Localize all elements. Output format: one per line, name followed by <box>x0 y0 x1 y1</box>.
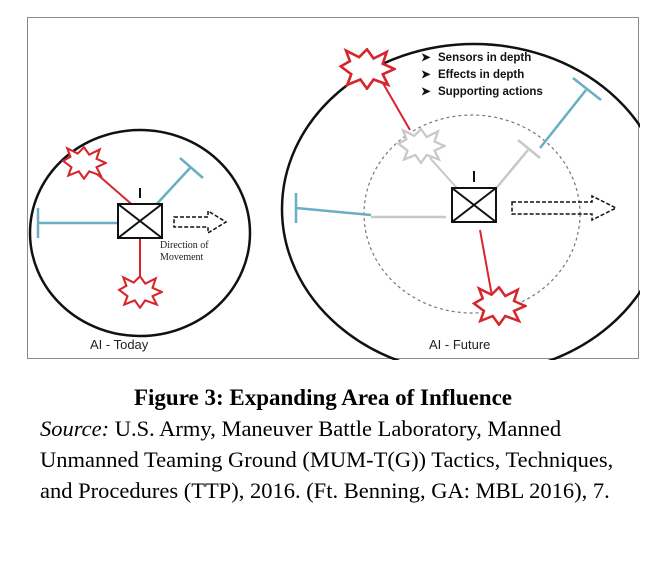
caption-source-text: U.S. Army, Maneuver Battle Laboratory, M… <box>40 416 614 503</box>
figure-frame: Direction of Movement AI - Today <box>27 17 640 360</box>
right-sensor-line-left-outer <box>295 206 372 217</box>
direction-arrow-icon <box>173 209 228 235</box>
bullet-item-1: Sensors in depth <box>438 52 531 64</box>
explosion-icon <box>397 128 446 164</box>
right-outer-area-circle <box>280 42 640 360</box>
right-sensor-bar-outer <box>572 77 602 101</box>
bullet-arrow-icon: ➤ <box>421 86 432 98</box>
bullet-arrow-icon: ➤ <box>421 52 432 64</box>
right-sensor-line-outer <box>539 89 587 149</box>
left-panel: Direction of Movement AI - Today <box>28 128 252 352</box>
explosion-icon <box>118 275 163 309</box>
right-effect-line-bottom <box>479 229 493 297</box>
right-effect-line-outer <box>379 77 411 131</box>
bullet-item-2: Effects in depth <box>438 69 524 81</box>
direction-arrow-icon <box>511 194 618 222</box>
figure-caption: Figure 3: Expanding Area of Influence So… <box>40 383 640 506</box>
caption-source-label: Source: <box>40 416 110 441</box>
left-sensor-bar-right <box>179 157 204 179</box>
right-sensor-bar-faded <box>517 139 541 159</box>
left-sensor-line-right <box>152 167 191 209</box>
caption-title: Figure 3: Expanding Area of Influence <box>133 385 513 410</box>
bullet-arrow-icon: ➤ <box>421 69 432 81</box>
explosion-icon <box>62 146 107 180</box>
friendly-unit-icon <box>451 171 497 223</box>
left-area-circle <box>28 128 252 338</box>
bullet-list: ➤ Sensors in depth ➤ Effects in depth ➤ … <box>421 52 543 98</box>
right-panel: ➤ Sensors in depth ➤ Effects in depth ➤ … <box>280 42 640 360</box>
direction-label-line2: Movement <box>160 252 204 263</box>
explosion-icon <box>472 286 527 326</box>
right-panel-label: AI - Future <box>429 337 490 352</box>
friendly-unit-icon <box>117 188 163 239</box>
left-panel-label: AI - Today <box>90 337 149 352</box>
bullet-item-3: Supporting actions <box>438 86 543 98</box>
explosion-icon <box>339 48 396 90</box>
direction-label-line1: Direction of <box>160 240 209 251</box>
caption-source: Source: U.S. Army, Maneuver Battle Labor… <box>40 413 640 506</box>
area-of-influence-diagram: Direction of Movement AI - Today <box>28 42 640 360</box>
